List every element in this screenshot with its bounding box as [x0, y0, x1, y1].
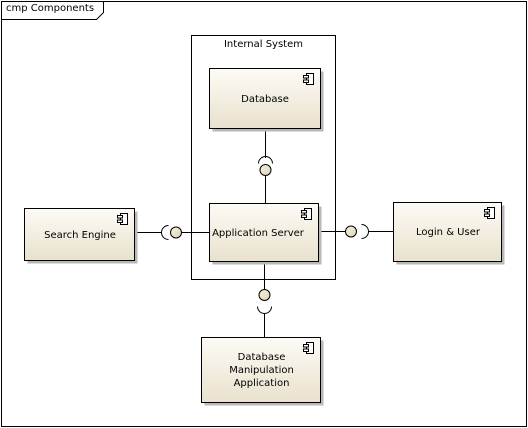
- database-box: [209, 68, 321, 129]
- dbm-interface-lollipop: [258, 289, 271, 301]
- search-engine-component[interactable]: [24, 208, 138, 264]
- login-user-component[interactable]: [393, 202, 505, 265]
- login-interface-lollipop: [345, 225, 357, 238]
- component-icon: [303, 342, 314, 354]
- db-socket: [258, 156, 273, 164]
- database-component[interactable]: [209, 68, 324, 132]
- frame-title-tab: [1, 1, 104, 20]
- login-socket: [361, 224, 369, 239]
- component-icon: [484, 207, 495, 219]
- component-icon: [117, 213, 128, 225]
- component-icon: [301, 208, 312, 220]
- frame-title: cmp Components: [6, 3, 95, 14]
- search-interface-lollipop: [170, 226, 182, 239]
- search-engine-box: [24, 208, 135, 261]
- login-user-box: [393, 202, 502, 262]
- application-server-component[interactable]: [209, 203, 322, 265]
- search-socket: [161, 225, 169, 240]
- internal-system-label: Internal System: [223, 39, 303, 50]
- db-manipulation-box: [201, 337, 321, 403]
- internal-system-boundary: [191, 35, 336, 280]
- application-server-box: [209, 203, 319, 262]
- db-manipulation-component[interactable]: [201, 337, 324, 406]
- component-icon: [303, 73, 314, 85]
- dbm-socket: [257, 306, 272, 314]
- db-interface-lollipop: [259, 164, 272, 176]
